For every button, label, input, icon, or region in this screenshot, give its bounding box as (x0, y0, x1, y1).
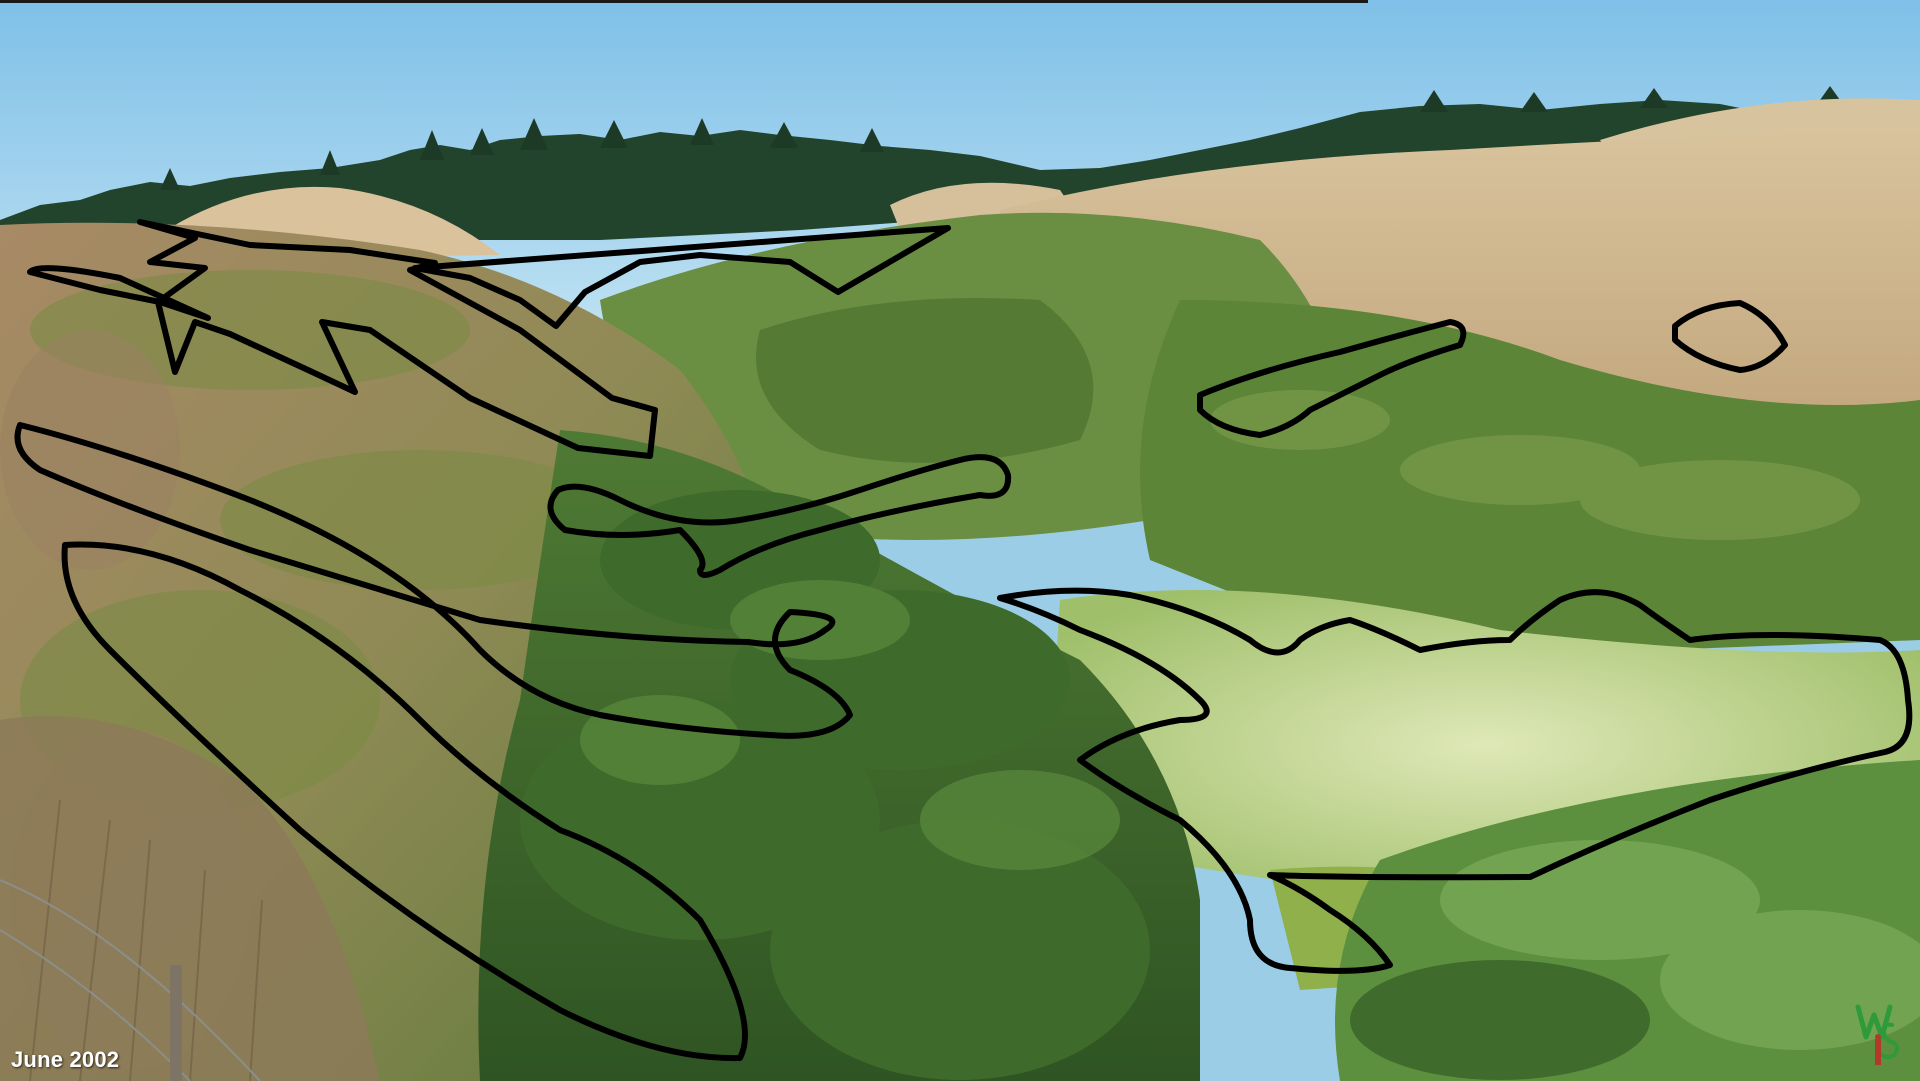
outline-mid-strip (14, 422, 853, 739)
top-rule (0, 0, 1368, 3)
ws-monogram-logo (1855, 1004, 1899, 1065)
outline-center-band (547, 454, 1012, 578)
outline-far-right (1672, 300, 1788, 373)
tree-line (0, 100, 1780, 245)
foreground-grass (0, 716, 380, 1081)
outline-right-meadow (997, 587, 1913, 974)
mapped-outlines (14, 219, 1913, 1062)
outline-right-slope (1197, 319, 1467, 438)
outline-upper-left-hook (27, 265, 211, 321)
outline-lower-left (61, 541, 748, 1062)
fence-post (170, 965, 182, 1081)
grass-strands (29, 799, 263, 1081)
outline-upper-wedge (412, 225, 951, 329)
date-caption: June 2002 (11, 1047, 120, 1072)
conifer-tops (160, 86, 1840, 190)
fence (0, 879, 261, 1081)
